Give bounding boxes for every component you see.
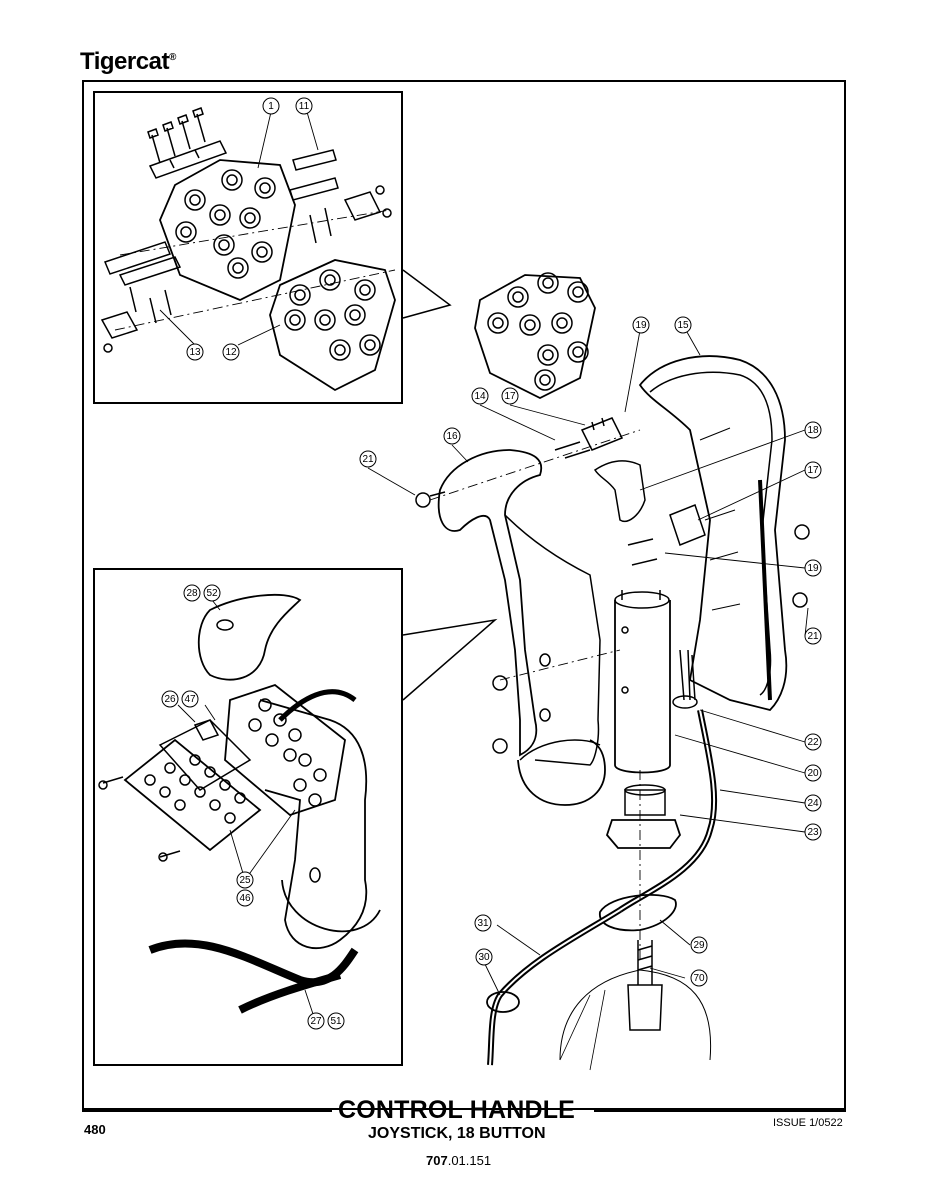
callout-18 [804,421,822,439]
callout-29 [690,936,708,954]
title-rule-left [82,1110,332,1112]
callout-31 [474,914,492,932]
callout-25-label: 25 [239,875,251,886]
inset-left-parts [98,593,381,1021]
callout-52-label: 52 [206,588,218,599]
callout-19-top-label: 19 [635,320,647,331]
page-subtitle: JOYSTICK, 18 BUTTON [368,1125,546,1142]
callout-11-label: 11 [299,101,310,112]
callout-21-right-label: 21 [807,631,819,642]
callout-70-label: 70 [693,973,705,984]
callout-17-top-label: 17 [504,391,516,402]
callout-51-label: 51 [330,1016,342,1027]
callout-24 [804,794,822,812]
brand-logo: Tigercat® [80,48,176,76]
inset-handle-detail [93,568,403,1066]
callout-30-label: 30 [478,952,490,963]
callout-19-right-label: 19 [807,563,819,574]
callout-23 [804,823,822,841]
callout-19-right [804,559,822,577]
inset-top-pointer [402,269,452,319]
document-number-suffix: .01.151 [447,1153,492,1168]
callout-20 [804,764,822,782]
document-number: 707.01.151 [426,1153,491,1168]
callout-20-label: 20 [807,768,819,779]
callout-46 [236,889,254,907]
document-number-prefix: 707 [426,1153,448,1168]
callout-16 [443,427,461,445]
callout-47-label: 47 [184,694,196,705]
callout-30 [475,948,493,966]
callout-47 [181,690,199,708]
inset-button-pad-detail [93,91,403,404]
callout-23-label: 23 [807,827,819,838]
callout-17-top [501,387,519,405]
callout-11 [295,97,313,115]
callout-18-label: 18 [807,425,819,436]
callout-28 [183,584,201,602]
callout-51 [327,1012,345,1030]
callout-26-label: 26 [164,694,176,705]
callout-28-label: 28 [186,588,198,599]
callout-13-label: 13 [189,347,201,358]
callout-17-right [804,461,822,479]
callout-12-label: 12 [225,347,237,358]
callout-16-label: 16 [446,431,458,442]
callout-70 [690,969,708,987]
brand-name: Tigercat [80,48,169,75]
page-number: 480 [84,1122,106,1137]
callout-52 [203,584,221,602]
main-view-parts [367,272,810,1071]
inset-top-parts [100,107,396,392]
callout-25 [236,871,254,889]
callout-1 [262,97,280,115]
callout-21-left [359,450,377,468]
callout-14 [471,387,489,405]
callout-17-right-label: 17 [807,465,819,476]
diagram-frame [82,80,846,1110]
callout-15-label: 15 [677,320,689,331]
callout-22-label: 22 [807,737,819,748]
callout-13 [186,343,204,361]
inset-left-pointer [402,618,498,701]
brand-registered-mark: ® [168,52,176,63]
callout-31-label: 31 [477,918,489,929]
callout-27-label: 27 [310,1016,322,1027]
callout-46-label: 46 [239,893,251,904]
callout-24-label: 24 [807,798,819,809]
callout-1-label: 1 [268,101,274,112]
callout-22 [804,733,822,751]
callout-27 [307,1012,325,1030]
callout-19-top [632,316,650,334]
callout-29-label: 29 [693,940,705,951]
page-title: CONTROL HANDLE [338,1096,576,1124]
title-rule-right [594,1110,846,1112]
issue-label: ISSUE 1/0522 [773,1117,843,1129]
callout-21-left-label: 21 [362,454,374,465]
callout-15 [674,316,692,334]
callout-21-right [804,627,822,645]
callout-26 [161,690,179,708]
callout-12 [222,343,240,361]
callout-14-label: 14 [474,391,486,402]
